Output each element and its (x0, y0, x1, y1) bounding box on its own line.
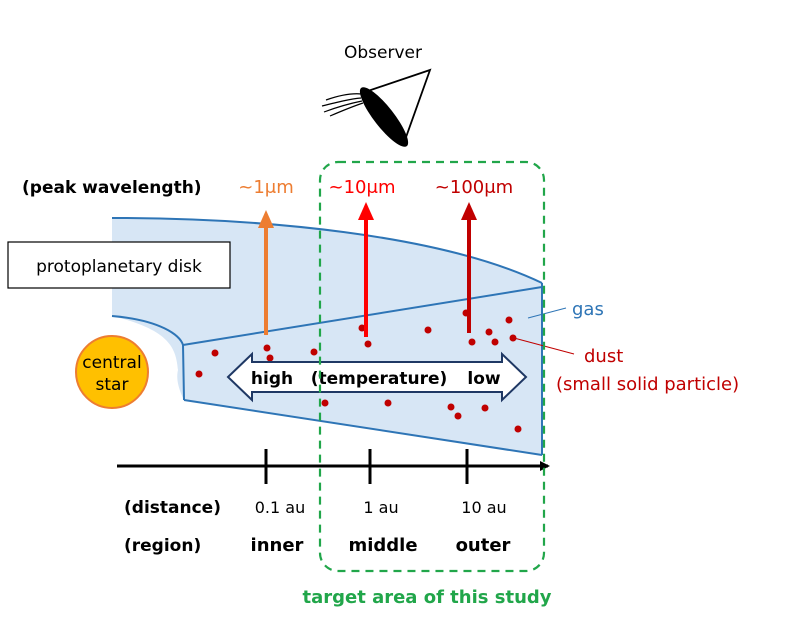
dust-particle (454, 412, 462, 420)
disk-midplane-top (182, 286, 543, 346)
region-tick-label: middle (348, 535, 417, 556)
dust-particle (505, 316, 513, 324)
gas-leader-line (527, 307, 567, 319)
wavelength-inner-label: ~1μm (238, 177, 294, 198)
dust-particle (384, 399, 392, 407)
distance-tick-label: 0.1 au (255, 498, 305, 517)
distance-tick-label: 10 au (461, 498, 506, 517)
temperature-high-label: high (251, 369, 293, 389)
dust-particle (263, 344, 271, 352)
inner-emission-arrow (258, 210, 274, 335)
dust-particle (364, 340, 372, 348)
target-area-label: target area of this study (302, 587, 551, 608)
temperature-label: (temperature) (311, 369, 448, 389)
temperature-low-label: low (467, 369, 501, 389)
region-tick-label: outer (456, 535, 511, 556)
middle-emission-arrow (358, 202, 374, 337)
dust-particle (468, 338, 476, 346)
gas-label: gas (572, 299, 604, 320)
dust-label: dust (584, 346, 623, 367)
dust-particle (358, 324, 366, 332)
disk-midplane-bottom (183, 399, 543, 456)
disk-inner-rim (111, 315, 185, 401)
wavelength-middle-label: ~10μm (329, 177, 396, 198)
observer-label: Observer (344, 43, 422, 63)
disk-upper-surface (111, 217, 543, 284)
dust-particle (485, 328, 493, 336)
dust-particle (424, 326, 432, 334)
outer-emission-arrow (461, 202, 477, 333)
dust-particle (195, 370, 203, 378)
dust-particle (211, 349, 219, 357)
disk-label: protoplanetary disk (36, 257, 202, 277)
star-label-line1: central (82, 353, 141, 373)
disk-label-box (7, 241, 231, 289)
distance-tick-label: 1 au (363, 498, 398, 517)
dust-particle (266, 354, 274, 362)
observer-eye-icon (321, 68, 432, 147)
star-label-line2: star (96, 375, 129, 395)
dust-particle (509, 334, 517, 342)
dust-particle (514, 425, 522, 433)
dust-particle (310, 348, 318, 356)
region-tick-label: inner (251, 535, 304, 556)
central-star (75, 335, 149, 409)
dust-particle (481, 404, 489, 412)
wavelength-outer-label: ~100μm (435, 177, 513, 198)
dust-particles (195, 309, 522, 433)
dust-particle (321, 399, 329, 407)
region-header: (region) (124, 536, 201, 556)
dust-particle (491, 338, 499, 346)
temperature-arrow (226, 351, 528, 403)
dust-particle (447, 403, 455, 411)
distance-header: (distance) (124, 498, 221, 518)
dust-sublabel: (small solid particle) (556, 374, 739, 395)
wavelength-header: (peak wavelength) (22, 178, 202, 198)
